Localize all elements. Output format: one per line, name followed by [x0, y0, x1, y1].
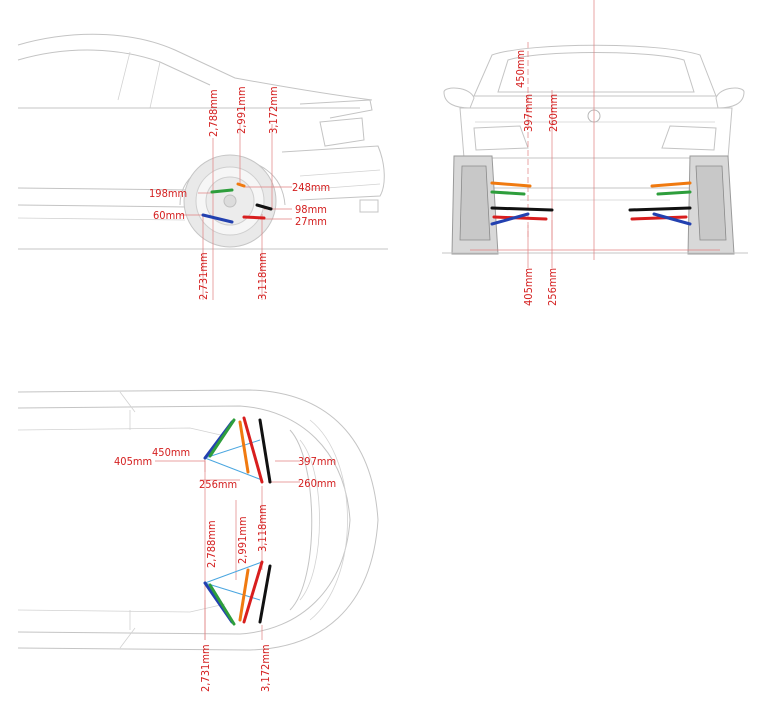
rear-label-450: 450mm: [514, 50, 527, 88]
side-label-2731: 2,731mm: [197, 252, 210, 300]
top-label-450: 450mm: [152, 446, 190, 459]
top-view-car-outline: [17, 389, 379, 651]
side-label-198: 198mm: [149, 187, 187, 200]
rear-view-car-outline: [442, 44, 748, 255]
top-upper-arm-green: [208, 418, 236, 458]
rear-left-arm-black: [490, 206, 554, 212]
side-view-car-outline: [17, 33, 388, 250]
rear-right-arm-black: [628, 206, 692, 212]
side-arm-orange: [236, 182, 246, 188]
rear-left-arm-green: [490, 190, 526, 196]
side-label-3172: 3,172mm: [267, 86, 280, 134]
top-label-256: 256mm: [199, 478, 237, 491]
rear-view: 450mm 397mm 260mm 405mm 256mm: [442, 0, 748, 306]
rear-left-arm-orange: [490, 181, 532, 188]
top-label-2731: 2,731mm: [199, 644, 212, 692]
side-label-2788: 2,788mm: [207, 89, 220, 137]
top-lower-arm-black: [258, 564, 272, 624]
side-label-248: 248mm: [292, 181, 330, 194]
rear-left-arm-blue: [490, 212, 530, 226]
side-label-2991: 2,991mm: [235, 86, 248, 134]
top-label-2991: 2,991mm: [236, 516, 249, 564]
top-lower-arm-red: [242, 560, 264, 624]
rear-right-arm-green: [656, 190, 692, 196]
top-label-405: 405mm: [114, 455, 152, 468]
rear-label-260: 260mm: [547, 94, 560, 132]
side-label-3118: 3,118mm: [256, 252, 269, 300]
rear-left-arm-red: [492, 215, 548, 221]
top-label-3118: 3,118mm: [256, 504, 269, 552]
side-arm-red: [242, 215, 266, 220]
top-upper-arm-orange: [238, 420, 250, 474]
rear-right-arm-red: [630, 215, 688, 221]
side-arm-blue: [201, 213, 234, 224]
top-label-3172: 3,172mm: [259, 644, 272, 692]
side-arm-black: [255, 203, 273, 211]
top-label-2788: 2,788mm: [205, 520, 218, 568]
rear-label-256: 256mm: [546, 268, 559, 306]
side-view: 2,788mm 2,991mm 3,172mm 198mm 248mm 60mm…: [17, 33, 388, 300]
side-label-27: 27mm: [295, 215, 327, 228]
top-lower-arm-orange: [238, 568, 250, 622]
top-upper-arm-black: [258, 418, 272, 484]
top-view: 405mm 450mm 256mm 397mm 260mm 2,788mm 2,…: [17, 389, 379, 692]
rear-label-397: 397mm: [522, 94, 535, 132]
side-label-60: 60mm: [153, 209, 185, 222]
top-label-260: 260mm: [298, 477, 336, 490]
side-label-98: 98mm: [295, 203, 327, 216]
top-upper-arm-red: [242, 416, 264, 484]
top-lower-arm-green: [208, 583, 236, 626]
rear-right-arm-orange: [650, 181, 692, 188]
side-arm-green: [210, 188, 234, 194]
rear-right-arm-blue: [652, 212, 692, 226]
rear-label-405: 405mm: [522, 268, 535, 306]
top-label-397: 397mm: [298, 455, 336, 468]
